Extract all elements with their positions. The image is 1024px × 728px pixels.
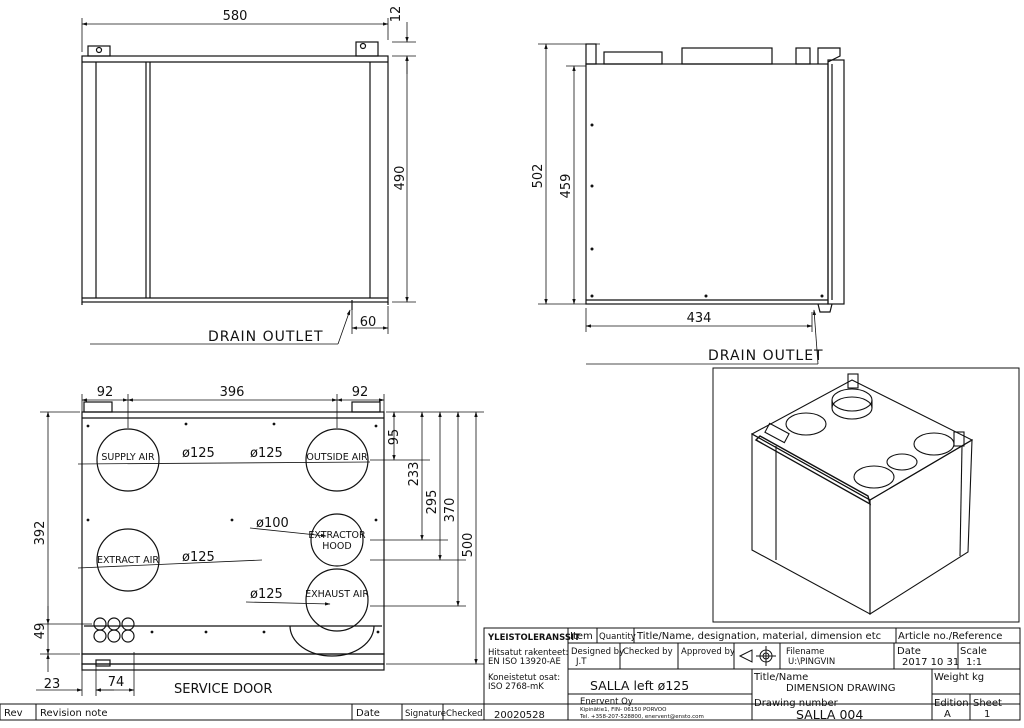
exhaust-diameter-label: ø125 (250, 587, 283, 602)
front-drain-offset-label: 60 (360, 315, 377, 330)
outside-air-port (305, 428, 369, 492)
extract-air-port (96, 528, 160, 592)
top-col-right-label: 92 (352, 385, 369, 400)
extractor-hood-port (310, 513, 364, 567)
tb-date-label: Date (897, 646, 921, 657)
tb-filename: U:\PINGVIN (788, 657, 835, 667)
front-view (81, 41, 389, 310)
extractor-hood-label-line2: HOOD (322, 541, 351, 552)
hood-diameter-label: ø100 (256, 516, 289, 531)
top-v500-label: 500 (461, 533, 476, 558)
machined-label: Koneistetut osat: (488, 673, 560, 683)
weld-standard: EN ISO 13920-AE (488, 657, 561, 667)
top-v370-label: 370 (443, 498, 458, 523)
tb-weight-label: Weight kg (934, 672, 984, 683)
rev-header: Rev (4, 708, 23, 719)
front-view-body (81, 55, 389, 303)
side-depth-label: 434 (687, 311, 712, 326)
top-col-left-label: 92 (97, 385, 114, 400)
front-height-label: 490 (393, 166, 408, 191)
top-col-mid-label: 396 (220, 385, 245, 400)
isometric-view (750, 373, 974, 615)
side-view (585, 43, 845, 313)
standards-title: YLEISTOLERANSSIT (487, 633, 580, 643)
outside-air-label: OUTSIDE AIR (306, 452, 368, 463)
front-drain-outlet-label: DRAIN OUTLET (208, 329, 324, 345)
supply-air-port (96, 428, 160, 492)
tb-drawing-number: SALLA 004 (796, 707, 863, 722)
tb-scale: 1:1 (966, 657, 982, 668)
tb-sheet: 1 (984, 709, 990, 720)
tb-approved-by-label: Approved by (681, 647, 735, 657)
extract-air-label: EXTRACT AIR (97, 555, 159, 566)
revision-note-header: Revision note (40, 708, 108, 719)
tb-title-name-label: Title/Name (753, 672, 808, 683)
tb-address: Kipinätie1, FIN- 06150 PORVOO (580, 707, 667, 713)
side-drain-outlet-label: DRAIN OUTLET (708, 348, 824, 364)
top-v95-label: 95 (387, 429, 402, 446)
tb-edition-label: Edition (934, 698, 969, 709)
weld-label: Hitsatut rakenteet: (488, 648, 568, 658)
standards-date-code: 20020528 (494, 710, 545, 721)
tb-scale-label: Scale (960, 646, 987, 657)
tb-product: SALLA left ø125 (590, 678, 689, 693)
exhaust-air-port (305, 568, 369, 632)
top-height-49-label: 49 (33, 623, 48, 640)
tb-item-header: Item (570, 631, 593, 642)
top-height-392-label: 392 (33, 521, 48, 546)
supply-diameter-label: ø125 (182, 446, 215, 461)
machined-standard: ISO 2768-mK (488, 682, 544, 692)
top-h74-label: 74 (108, 675, 125, 690)
isometric-view-frame (712, 367, 1020, 623)
tb-designed-by-label: Designed by (571, 647, 624, 657)
tb-title-name-header: Title/Name, designation, material, dimen… (636, 631, 881, 642)
side-height-total-label: 502 (531, 164, 546, 189)
side-height-inner-label: 459 (559, 174, 574, 199)
tb-designer: J.T (575, 657, 587, 667)
tb-company: Enervent Oy (580, 697, 633, 707)
outside-diameter-label: ø125 (250, 446, 283, 461)
tb-title-name: DIMENSION DRAWING (786, 683, 896, 694)
tb-contact: Tel. +358-207-528800, enervent@ensto.com (579, 714, 704, 720)
tb-date: 2017 10 31 (902, 657, 959, 668)
tb-edition: A (944, 709, 951, 720)
tb-article-header: Article no./Reference (898, 631, 1002, 642)
title-block (0, 627, 1021, 721)
top-v233-label: 233 (407, 462, 422, 487)
top-h23-label: 23 (44, 677, 61, 692)
rev-checked-header: Checked (446, 709, 482, 719)
extract-diameter-label: ø125 (182, 550, 215, 565)
top-view (81, 401, 385, 671)
front-top-gap-label: 12 (389, 6, 404, 23)
service-door-label: SERVICE DOOR (174, 682, 272, 697)
top-v295-label: 295 (425, 490, 440, 515)
tb-drawing-number-label: Drawing number (754, 698, 839, 709)
tb-filename-label: Filename (786, 647, 824, 657)
extractor-hood-label-line1: EXTRACTOR (308, 530, 366, 541)
service-door-cutout (289, 625, 375, 657)
rev-signature-header: Signature (405, 709, 446, 719)
side-view-body (585, 63, 829, 305)
tb-checked-by-label: Checked by (623, 647, 673, 657)
tb-sheet-label: Sheet (973, 698, 1002, 709)
tb-quantity-header: Quantity (599, 632, 636, 642)
supply-air-label: SUPPLY AIR (101, 452, 155, 463)
front-width-label: 580 (223, 9, 248, 24)
rev-date-header: Date (356, 708, 380, 719)
exhaust-air-label: EXHAUST AIR (305, 589, 369, 600)
